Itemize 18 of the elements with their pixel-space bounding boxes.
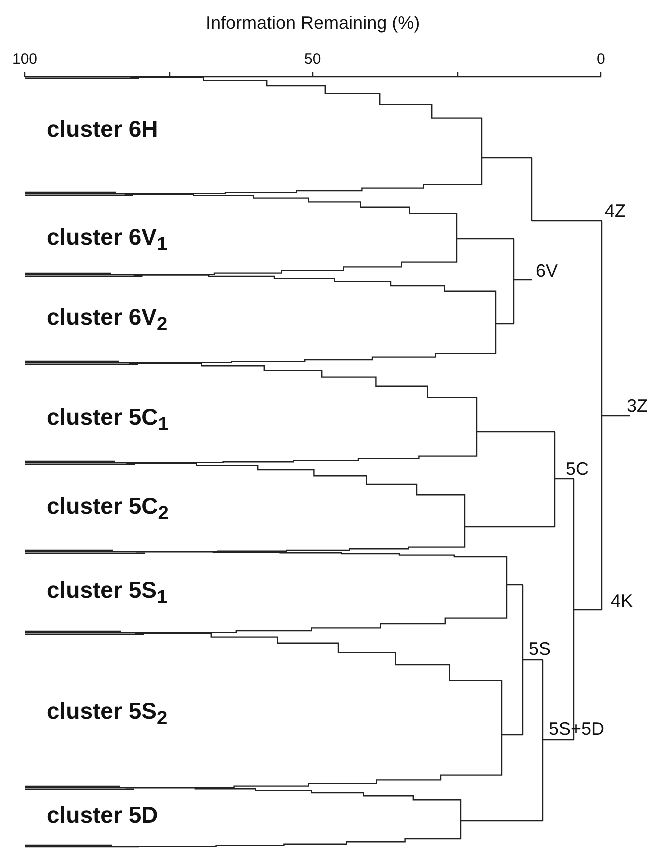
node-label: 5C <box>566 460 590 478</box>
cluster-label: cluster 5C$_{1}$ <box>47 406 169 435</box>
tick-label: 100 <box>12 52 38 67</box>
cluster-label: cluster 6V$_{1}$ <box>47 226 168 255</box>
cluster-label: cluster 5S$_{1}$ <box>47 579 168 608</box>
tick-label: 50 <box>304 52 322 67</box>
tick-label: 0 <box>597 52 606 67</box>
node-label: 5S <box>529 640 552 658</box>
node-label: 6V <box>536 262 558 280</box>
node-label: 4K <box>611 592 634 610</box>
axis-title: Information Remaining (%) <box>206 14 420 32</box>
cluster-label: cluster 5C$_{2}$ <box>47 495 169 524</box>
cluster-label: cluster 5S$_{2}$ <box>47 700 168 729</box>
cluster-label: cluster 6H <box>47 118 158 141</box>
node-label: 3Z <box>627 397 648 415</box>
node-label: 4Z <box>605 202 626 220</box>
cluster-label: cluster 6V$_{2}$ <box>47 306 168 335</box>
cluster-label: cluster 5D <box>47 804 158 827</box>
